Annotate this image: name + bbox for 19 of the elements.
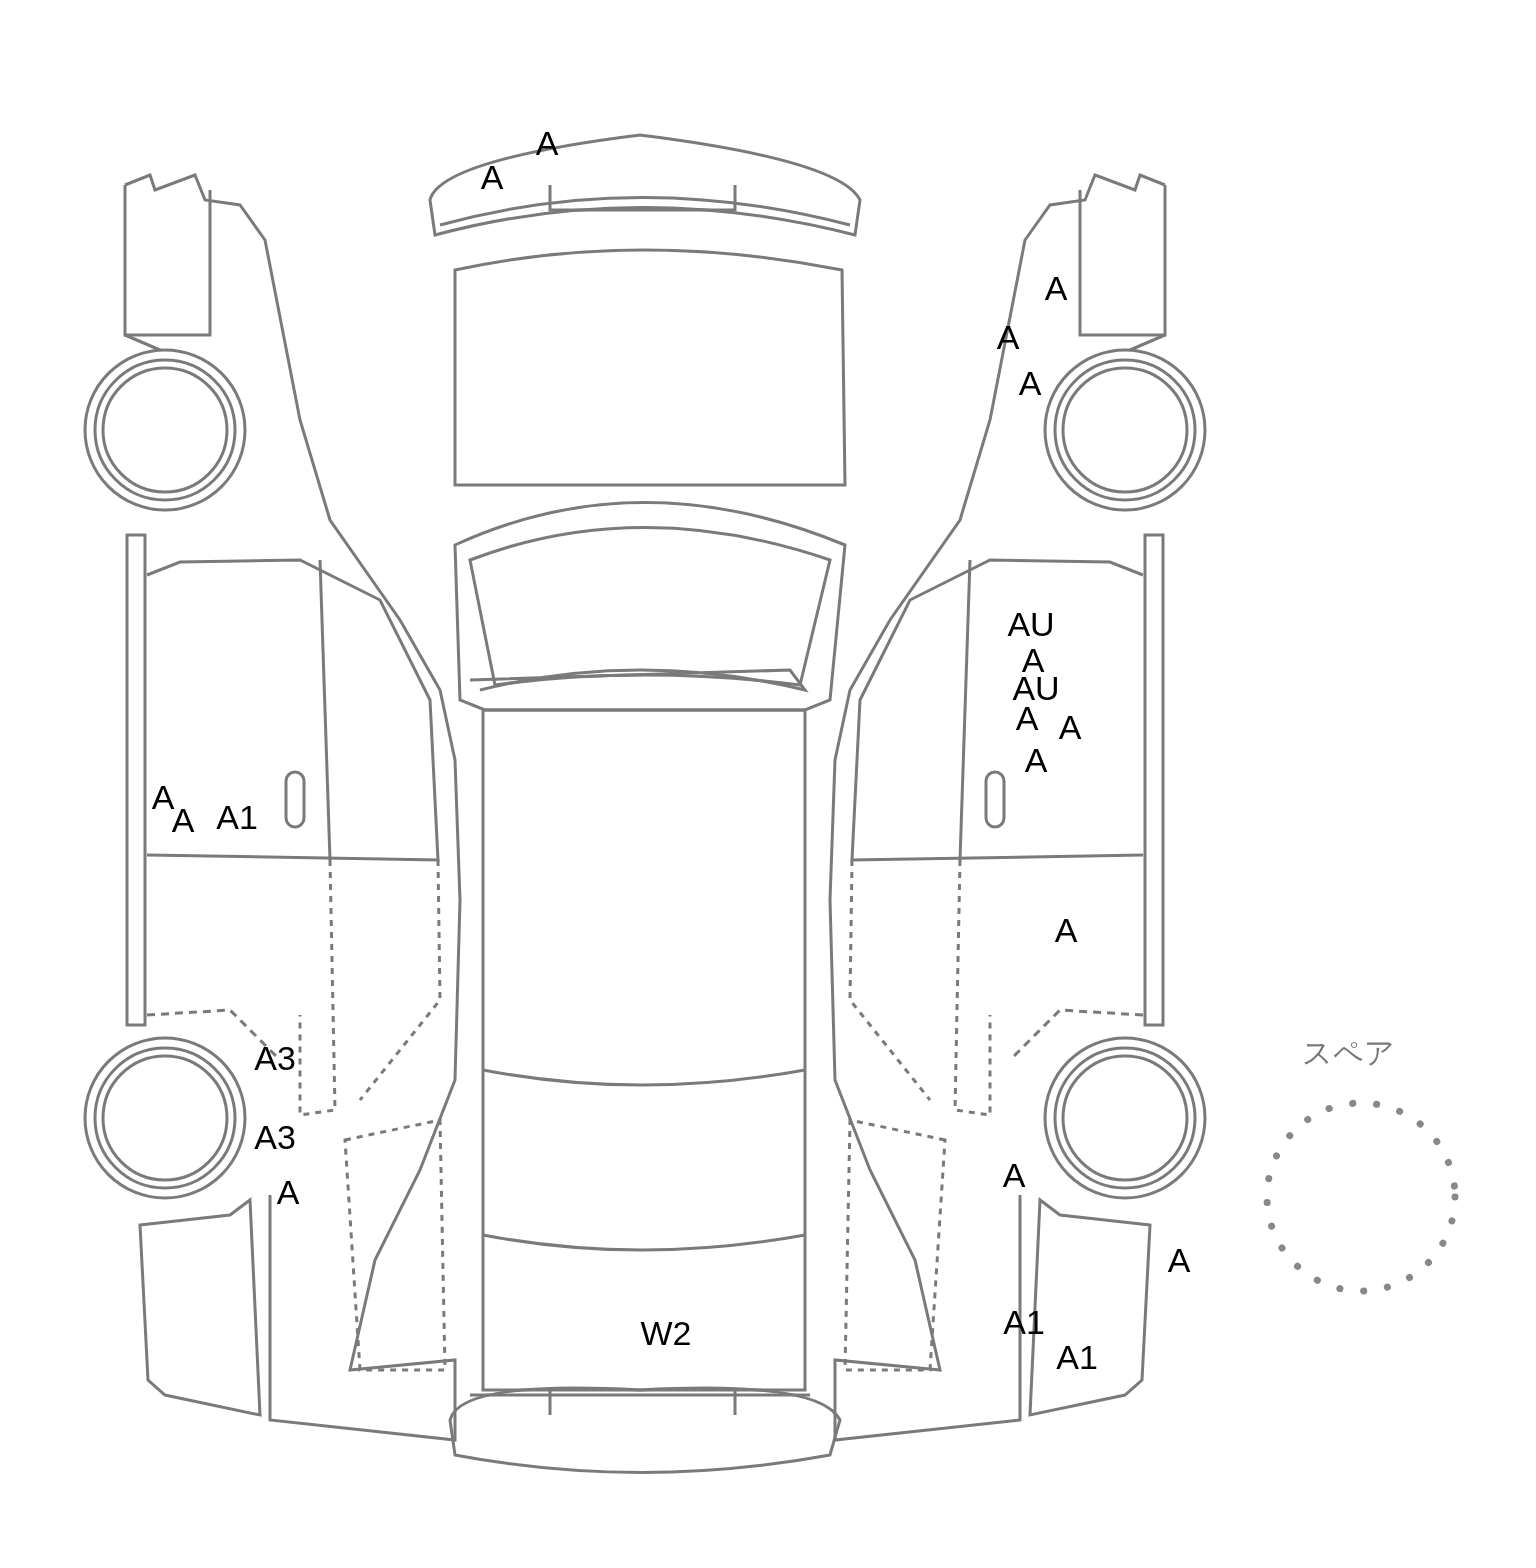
spare-tire-label: スペア — [1302, 1038, 1395, 1068]
damage-code: A1 — [1056, 1340, 1098, 1374]
damage-code: AU — [1007, 607, 1055, 641]
damage-code: A3 — [254, 1120, 296, 1154]
damage-code: A1 — [216, 800, 258, 834]
damage-code: A — [1044, 271, 1068, 305]
damage-code: W2 — [640, 1316, 692, 1350]
damage-code: A — [276, 1175, 300, 1209]
damage-code: A — [1002, 1158, 1026, 1192]
damage-code: A — [480, 160, 504, 194]
damage-code: A1 — [1003, 1305, 1045, 1339]
damage-code: A3 — [254, 1041, 296, 1075]
damage-code: A — [1058, 710, 1082, 744]
damage-code: A — [1167, 1243, 1191, 1277]
damage-code: A — [1024, 743, 1048, 777]
damage-code: A — [1054, 913, 1078, 947]
damage-code: A — [535, 126, 559, 160]
damage-code: A — [996, 320, 1020, 354]
damage-code: A — [1018, 366, 1042, 400]
